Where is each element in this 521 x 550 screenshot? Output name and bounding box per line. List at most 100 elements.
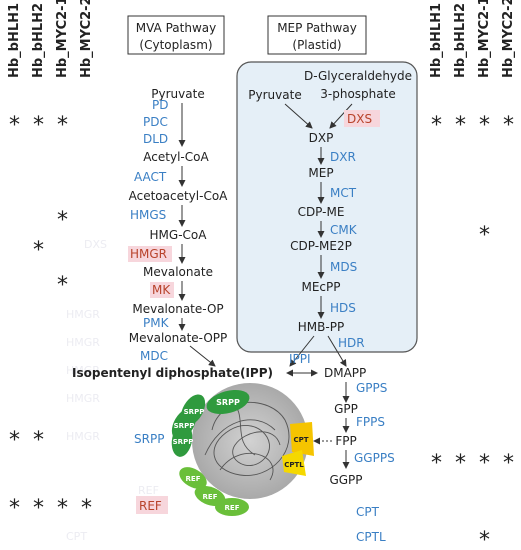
srpp-protein <box>171 423 193 457</box>
mep-subtitle: (Plastid) <box>292 38 341 52</box>
mva-title-box <box>127 15 225 55</box>
mep-cdp-me2p: CDP-ME2P <box>290 239 352 253</box>
enzyme-pdc: PDC <box>143 115 168 129</box>
enzyme-mct: MCT <box>330 186 357 200</box>
col-header-left-bhlh2: Hb_bHLH2 <box>31 3 46 78</box>
enzyme-hmgs: HMGS <box>130 208 166 222</box>
cptl-protein-label: CPTL <box>284 461 304 469</box>
faint-label: HMGR <box>66 308 100 321</box>
enzyme-ippi: IPPI <box>289 352 311 366</box>
bottom-cptl-label: CPTL <box>356 530 386 544</box>
polymer-chain <box>204 399 290 481</box>
enzyme-fpps: FPPS <box>356 415 385 429</box>
ref-protein <box>179 467 207 489</box>
plastid-box <box>236 61 418 353</box>
ref-protein-label: REF <box>203 493 218 501</box>
faint-label: CPT <box>66 530 87 543</box>
asterisk: * <box>455 451 466 476</box>
left-srpp-label: SRPP <box>134 432 164 446</box>
faint-label: HMGR <box>66 392 100 405</box>
ref-protein-label: REF <box>225 504 240 512</box>
asterisk: * <box>431 113 442 138</box>
gpp-label: GPP <box>334 402 358 416</box>
asterisk: * <box>455 113 466 138</box>
ref-highlight <box>136 496 168 514</box>
asterisk: * <box>33 496 44 521</box>
ipp-label: Isopentenyl diphosphate(IPP) <box>72 366 273 380</box>
col-header-right-myc2-1: Hb_MYC2-1 <box>477 0 492 78</box>
arrow <box>327 335 347 367</box>
col-header-right-bhlh1: Hb_bHLH1 <box>429 3 444 78</box>
enzyme-mdc: MDC <box>140 349 168 363</box>
cpt-protein <box>290 422 314 456</box>
dxs-highlight <box>344 110 380 127</box>
asterisk: * <box>33 238 44 263</box>
mva-acetyl-coa: Acetyl-CoA <box>143 150 209 164</box>
asterisk: * <box>57 496 68 521</box>
arrow <box>289 335 315 367</box>
fpp-label: FPP <box>335 434 356 448</box>
ref-protein-label: REF <box>186 475 201 483</box>
ref-protein <box>215 498 249 516</box>
asterisk: * <box>57 113 68 138</box>
asterisk: * <box>479 451 490 476</box>
enzyme-mds: MDS <box>330 260 357 274</box>
mva-mevalonate-op: Mevalonate-OP <box>132 302 223 316</box>
enzyme-hds: HDS <box>330 301 356 315</box>
mep-cdp-me: CDP-ME <box>298 205 345 219</box>
mva-pyruvate: Pyruvate <box>151 87 204 101</box>
faint-label: REF <box>138 484 159 497</box>
ggpp-label: GGPP <box>329 473 362 487</box>
srpp-protein-label: SRPP <box>184 408 205 416</box>
mep-g3p-line1: D-Glyceraldehyde <box>304 69 412 83</box>
mep-mecpp: MEcPP <box>301 280 340 294</box>
enzyme-aact: AACT <box>134 170 167 184</box>
col-header-left-bhlh1: Hb_bHLH1 <box>7 3 22 78</box>
hmgr-highlight <box>128 246 172 262</box>
mep-title: MEP Pathway <box>277 21 357 35</box>
asterisk: * <box>57 273 68 298</box>
srpp-protein-label: SRPP <box>174 422 195 430</box>
mep-g3p-line2: 3-phosphate <box>320 87 395 101</box>
faint-label: HMGR <box>66 430 100 443</box>
mva-mevalonate-opp: Mevalonate-OPP <box>129 331 228 345</box>
enzyme-hdr: HDR <box>338 336 365 350</box>
mva-title: MVA Pathway <box>136 21 216 35</box>
mep-mep: MEP <box>308 166 333 180</box>
col-header-right-bhlh2: Hb_bHLH2 <box>453 3 468 78</box>
asterisk: * <box>503 451 514 476</box>
enzyme-pmk: PMK <box>143 316 170 330</box>
faint-label: HMGR <box>66 364 100 377</box>
col-header-left-myc2-1: Hb_MYC2-1 <box>55 0 70 78</box>
asterisk: * <box>431 451 442 476</box>
arrow <box>329 103 353 129</box>
enzyme-pd: PD <box>152 98 168 112</box>
mep-pyruvate: Pyruvate <box>248 88 301 102</box>
asterisk: * <box>57 208 68 233</box>
mep-dxp: DXP <box>309 131 334 145</box>
cpt-protein-label: CPT <box>293 436 308 444</box>
dmapp-label: DMAPP <box>324 366 366 380</box>
srpp-protein-label: SRPP <box>216 398 240 407</box>
enzyme-hmgr: HMGR <box>130 247 167 261</box>
mva-mevalonate: Mevalonate <box>143 265 213 279</box>
asterisk: * <box>479 113 490 138</box>
cptl-protein <box>282 450 306 476</box>
asterisk: * <box>479 223 490 248</box>
mep-title-box <box>267 15 367 55</box>
faint-label: HMGR <box>66 336 100 349</box>
col-header-right-myc2-2: Hb_MYC2-2 <box>501 0 516 78</box>
arrow <box>284 103 313 129</box>
enzyme-mk: MK <box>152 283 171 297</box>
asterisk: * <box>479 528 490 550</box>
srpp-protein-label: SRPP <box>173 438 194 446</box>
asterisk: * <box>9 113 20 138</box>
srpp-protein <box>206 389 250 415</box>
faint-label: DXS <box>84 238 107 251</box>
enzyme-ggpps: GGPPS <box>354 451 395 465</box>
col-header-left-myc2-2: Hb_MYC2-2 <box>79 0 94 78</box>
ref-protein <box>194 485 226 507</box>
enzyme-cmk: CMK <box>330 223 358 237</box>
